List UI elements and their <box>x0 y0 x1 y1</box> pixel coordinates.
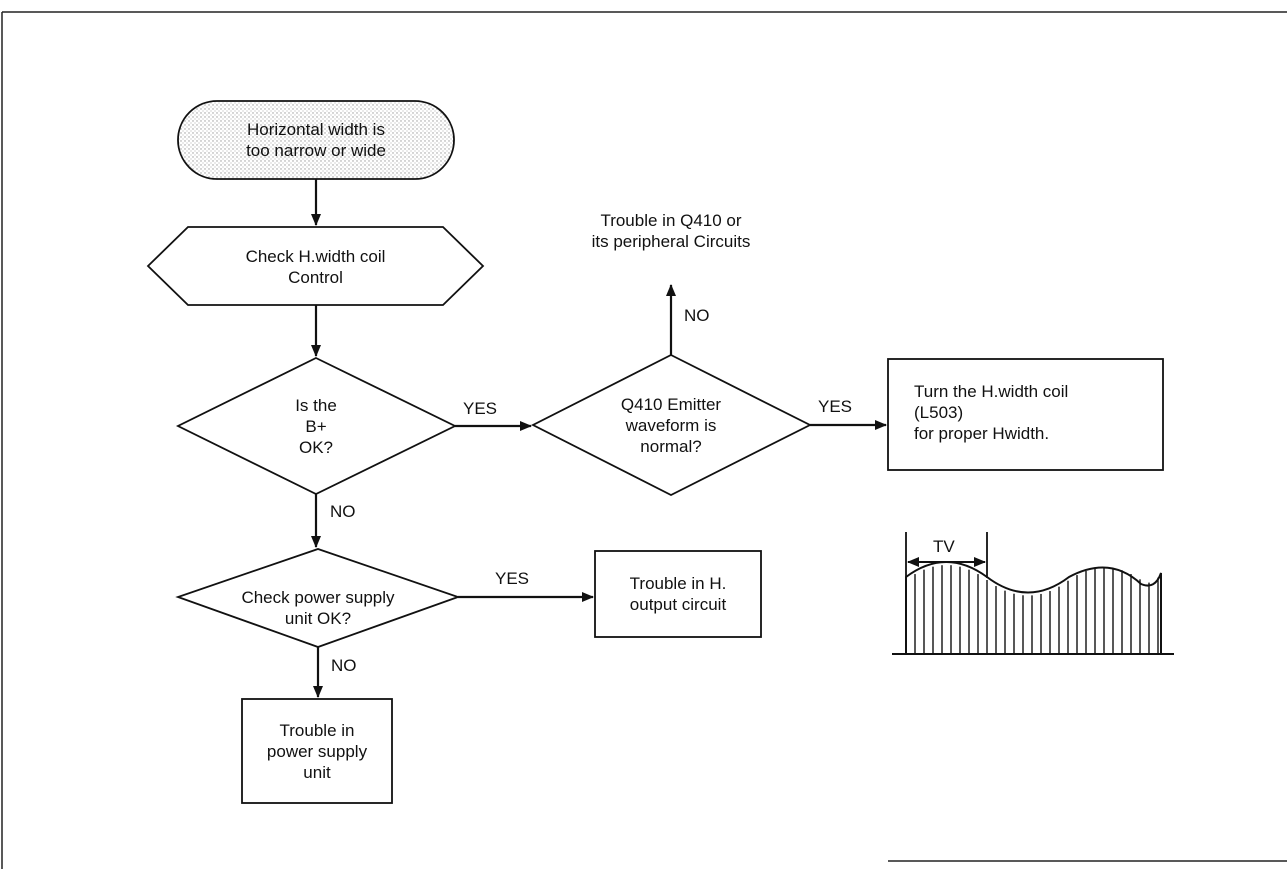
turn-coil-label: Turn the H.width coil (L503) for proper … <box>914 382 1069 443</box>
check-coil-hexagon <box>146 226 485 306</box>
edge-bplus-no: NO <box>330 502 356 521</box>
decision-bplus-label: Is the B+ OK? <box>295 396 337 457</box>
edge-power-no: NO <box>331 656 357 675</box>
waveform-envelope <box>905 561 1162 654</box>
turn-coil-box <box>887 358 1164 471</box>
waveform-bars <box>914 565 1159 654</box>
waveform-period-label: TV <box>933 537 955 556</box>
start-label: Horizontal width is too narrow or wide <box>246 120 386 160</box>
waveform-illustration <box>892 532 1174 655</box>
check-coil-label: Check H.width coil Control <box>245 247 386 287</box>
edge-emitter-no: NO <box>684 306 710 325</box>
trouble-output-box <box>594 550 762 638</box>
edge-power-yes: YES <box>495 569 530 588</box>
decision-emitter-diamond <box>531 353 813 497</box>
trouble-power-label: Trouble in power supply unit <box>266 721 368 782</box>
trouble-power-box <box>241 698 393 804</box>
trouble-output-label: Trouble in H. output circuit <box>629 574 727 614</box>
decision-emitter-label: Q410 Emitter waveform is normal? <box>620 395 722 456</box>
decision-power-label: Check power supply unit OK? <box>241 588 395 628</box>
trouble-q410-label: Trouble in Q410 or its peripheral Circui… <box>591 211 751 251</box>
edge-bplus-yes: YES <box>463 399 498 418</box>
edge-emitter-yes: YES <box>818 397 853 416</box>
